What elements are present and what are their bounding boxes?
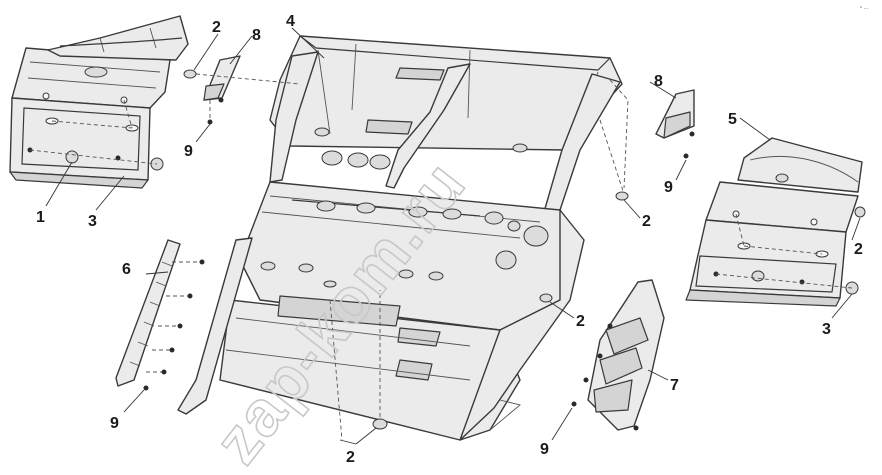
- callout-2-bottom: 2: [346, 449, 355, 466]
- callout-9-right-top: 9: [664, 179, 673, 196]
- callout-1: 1: [36, 209, 45, 226]
- guide-lines-main: [195, 73, 629, 441]
- left-side-panel: [9, 15, 189, 189]
- washer-2-right: [615, 191, 629, 201]
- callout-4: 4: [286, 13, 295, 30]
- callout-9-left-top: 9: [184, 143, 193, 160]
- callout-3-right: 3: [822, 321, 831, 338]
- main-floor-panel: [177, 35, 623, 441]
- right-side-panel: [685, 137, 866, 307]
- callout-7: 7: [670, 377, 679, 394]
- callout-2-right-far: 2: [854, 241, 863, 258]
- callout-8-left: 8: [252, 27, 261, 44]
- strip-6: [115, 239, 205, 391]
- washer-2-top: [183, 69, 197, 79]
- callout-9-right-bottom: 9: [540, 441, 549, 458]
- step-7: [571, 279, 665, 431]
- washer-2-bottom: [372, 418, 388, 430]
- callout-8-right: 8: [654, 73, 663, 90]
- callout-2-right: 2: [642, 213, 651, 230]
- callout-3-left: 3: [88, 213, 97, 230]
- callout-2-mid: 2: [576, 313, 585, 330]
- callout-2-top: 2: [212, 19, 221, 36]
- callout-5: 5: [728, 111, 737, 128]
- corner-mark: ° ···: [860, 6, 869, 12]
- washer-2-mid: [539, 293, 553, 303]
- bracket-8-left: [203, 55, 241, 125]
- bracket-8-right: [655, 89, 695, 159]
- callout-9-left-bottom: 9: [110, 415, 119, 432]
- callout-6: 6: [122, 261, 131, 278]
- leader-lines: [45, 27, 861, 445]
